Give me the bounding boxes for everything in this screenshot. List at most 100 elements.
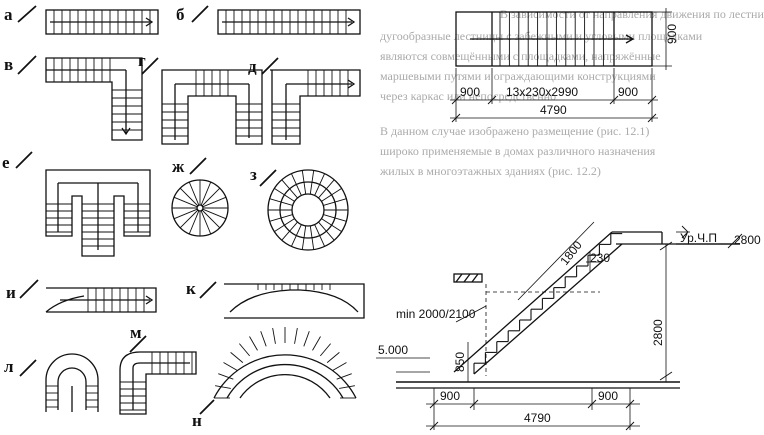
tread-line bbox=[301, 170, 307, 195]
tread-line bbox=[321, 187, 342, 202]
stair-variant-zh bbox=[171, 157, 229, 237]
section-low-dim: 850 bbox=[453, 352, 467, 372]
tread-line bbox=[269, 214, 293, 222]
label-n: н bbox=[192, 411, 202, 430]
tread-line bbox=[179, 209, 199, 229]
tread-line bbox=[200, 181, 212, 206]
label-d: д bbox=[248, 57, 257, 76]
stair-plan bbox=[450, 8, 672, 123]
plan-right-dim: 900 bbox=[618, 85, 638, 99]
label-g: г bbox=[138, 51, 146, 70]
ghost-line: являются совмещёнными с площадками, напр… bbox=[380, 49, 661, 63]
tread-line bbox=[332, 362, 347, 371]
tread-line bbox=[309, 225, 315, 250]
stair-variant-g bbox=[141, 57, 263, 145]
label-l: л bbox=[4, 357, 14, 376]
label-k: к bbox=[186, 279, 196, 298]
tread-line bbox=[239, 343, 250, 357]
tread-line bbox=[323, 214, 347, 222]
tread-line bbox=[290, 173, 302, 196]
tread-line bbox=[260, 331, 267, 347]
tread-line bbox=[339, 385, 355, 389]
label-zh: ж bbox=[172, 157, 185, 176]
tread-line bbox=[201, 209, 221, 229]
stair-variant-i bbox=[19, 279, 157, 313]
ghost-line: через каркас или непосредственно bbox=[380, 89, 556, 103]
tread-line bbox=[323, 198, 347, 206]
ghost-text: В зависимости от направления движения по… bbox=[379, 7, 764, 178]
tread-line bbox=[201, 187, 221, 207]
stair-variant-m bbox=[119, 335, 197, 415]
label-b: б bbox=[176, 5, 185, 24]
tread-line bbox=[281, 179, 298, 199]
tread-line bbox=[215, 385, 231, 389]
section-left-dim: 900 bbox=[440, 389, 460, 403]
plan-dimensions: 900 900 13x230x2990 900 4790 bbox=[460, 24, 679, 117]
tread-line bbox=[290, 224, 302, 247]
stair-variant-l bbox=[19, 353, 99, 412]
plan-width-dim: 900 bbox=[665, 24, 679, 44]
tread-line bbox=[281, 221, 298, 241]
tread-line bbox=[294, 328, 298, 344]
tread-line bbox=[336, 373, 352, 380]
tread-line bbox=[230, 352, 244, 363]
plan-left-dim: 900 bbox=[460, 85, 480, 99]
tread-line bbox=[223, 362, 238, 371]
plan-total-dim: 4790 bbox=[540, 103, 567, 117]
stair-variant-n bbox=[199, 327, 357, 415]
tread-line bbox=[272, 328, 276, 344]
tread-line bbox=[312, 336, 321, 351]
section-level: 5.000 bbox=[378, 343, 408, 357]
stair-variant-b bbox=[191, 5, 361, 35]
tread-line bbox=[188, 210, 200, 235]
label-z: з bbox=[250, 165, 257, 184]
tread-line bbox=[314, 224, 326, 247]
stair-variant-e bbox=[15, 151, 151, 257]
tread-line bbox=[303, 331, 310, 347]
tread-line bbox=[200, 210, 212, 235]
tread-line bbox=[173, 208, 198, 220]
ghost-line: широко применяемые в домах различного на… bbox=[380, 144, 656, 158]
ghost-line: В зависимости от направления движения по… bbox=[500, 7, 764, 21]
label-a: а bbox=[4, 5, 13, 24]
tread-line bbox=[188, 181, 200, 206]
tread-line bbox=[274, 218, 295, 233]
label-e: е bbox=[2, 153, 10, 172]
ghost-line: В данном случае изображено размещение (р… bbox=[380, 124, 649, 138]
tread-line bbox=[173, 196, 198, 208]
section-dimensions: Ур.Ч.П 2800 1800 230 min 2000/2100 5.000… bbox=[378, 231, 761, 425]
stair-variant-d bbox=[261, 57, 361, 145]
section-top-value: 2800 bbox=[734, 233, 761, 247]
label-m: м bbox=[130, 323, 142, 342]
stair-variant-v bbox=[17, 55, 143, 141]
section-min-label: min 2000/2100 bbox=[396, 307, 476, 321]
tread-line bbox=[179, 187, 199, 207]
tread-line bbox=[321, 218, 342, 233]
label-v: в bbox=[4, 55, 13, 74]
section-right-dim: 900 bbox=[598, 389, 618, 403]
stair-variant-a bbox=[17, 5, 159, 35]
tread-line bbox=[314, 173, 326, 196]
ghost-line: маршевыми путями и ограждающими конструк… bbox=[380, 69, 656, 83]
tread-line bbox=[269, 198, 293, 206]
plan-step-dim: 13x230x2990 bbox=[506, 85, 578, 99]
stair-section bbox=[376, 221, 743, 431]
tread-line bbox=[318, 179, 335, 199]
tread-line bbox=[202, 208, 227, 220]
section-diag-dim: 1800 bbox=[557, 238, 585, 268]
stair-variant-z bbox=[259, 169, 349, 251]
tread-line bbox=[274, 187, 295, 202]
section-top-level: Ур.Ч.П bbox=[680, 231, 717, 245]
ghost-line: дугообразные лестницы с забежными и угло… bbox=[380, 29, 703, 43]
tread-line bbox=[309, 170, 315, 195]
tread-line bbox=[326, 352, 340, 363]
variant-labels: а б в г д е ж з и к л м н bbox=[2, 5, 257, 430]
ghost-line: жилых в многоэтажных зданиях (рис. 12.2) bbox=[379, 164, 601, 178]
tread-line bbox=[301, 225, 307, 250]
tread-line bbox=[202, 196, 227, 208]
tread-line bbox=[318, 221, 335, 241]
tread-line bbox=[218, 373, 234, 380]
section-total-dim: 4790 bbox=[524, 411, 551, 425]
label-i: и bbox=[6, 283, 16, 302]
